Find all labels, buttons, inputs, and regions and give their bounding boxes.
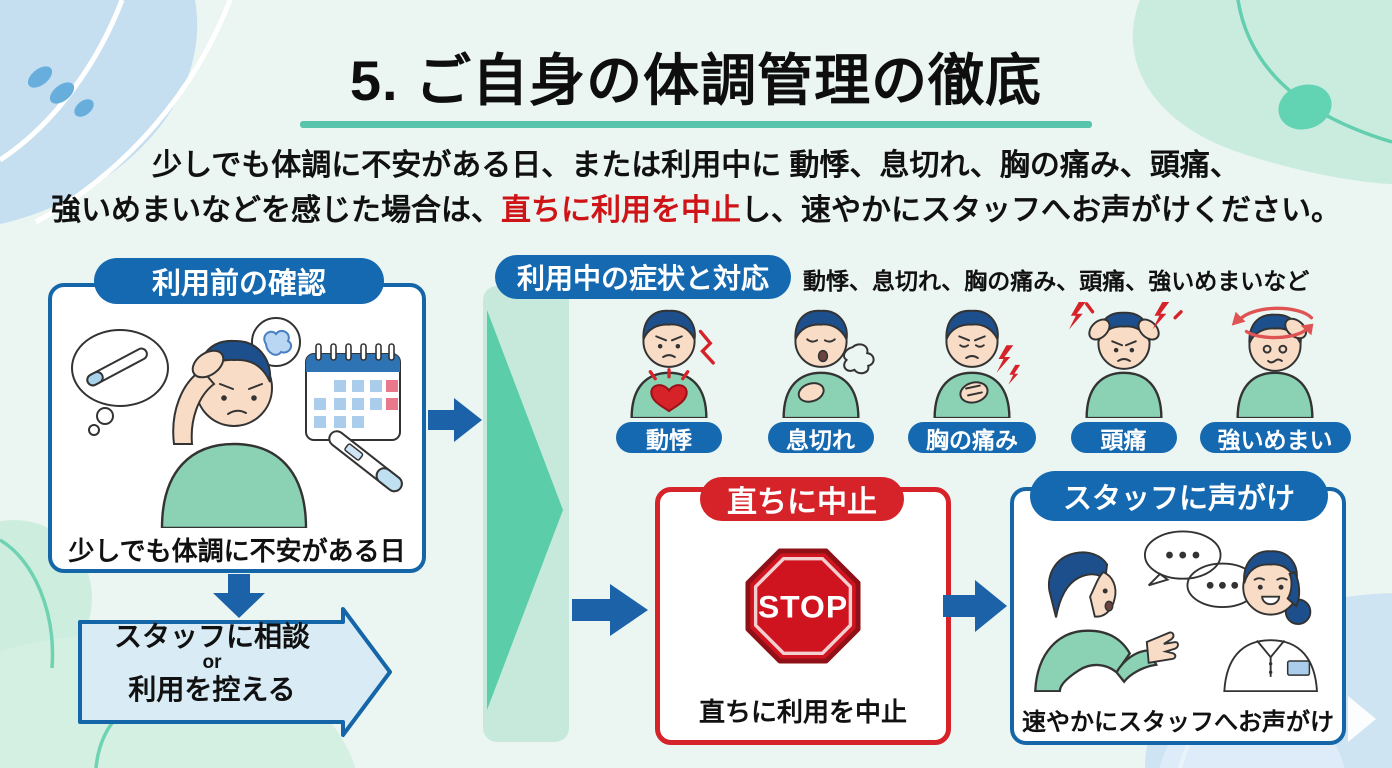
symptom-palpitations: 動悸 <box>598 300 740 453</box>
action-line-3: 利用を控える <box>128 673 296 705</box>
intro-text: 少しでも体調に不安がある日、または利用中に 動悸、息切れ、胸の痛み、頭痛、 強い… <box>0 143 1392 233</box>
symptom-chest-pain: 胸の痛み <box>901 300 1043 453</box>
stop-caption: 直ちに利用を中止 <box>698 697 907 727</box>
flow-band <box>483 286 569 742</box>
stop-sign-text: STOP <box>758 589 848 625</box>
notify-header: スタッフに声がけ <box>1030 471 1328 521</box>
title-underline <box>300 121 1092 128</box>
intro-line-1: 少しでも体調に不安がある日、または利用中に 動悸、息切れ、胸の痛み、頭痛、 <box>152 149 1240 182</box>
pulse-zigzag-icon <box>698 329 715 365</box>
stop-header: 直ちに中止 <box>700 477 904 521</box>
during-use-header: 利用中の症状と対応 <box>495 255 791 299</box>
chest-pain-illustration <box>933 309 1021 418</box>
pain-bolt-icon <box>1068 301 1086 330</box>
page-title: 5. ご自身の体調管理の徹底 <box>349 49 1043 112</box>
action-text: スタッフに相談 or 利用を控える <box>80 621 344 705</box>
pain-bolt-icon <box>996 345 1014 373</box>
intro-warning-red: 直ちに利用を中止 <box>501 194 741 227</box>
pain-bolt-icon <box>1008 364 1021 385</box>
decor-curve <box>0 0 125 163</box>
symptom-label: 動悸 <box>616 422 722 453</box>
decor-curve <box>34 0 233 225</box>
calendar-icon <box>305 343 401 441</box>
symptom-note: 動悸、息切れ、胸の痛み、頭痛、強いめまいなど <box>803 268 1310 294</box>
decor-drop <box>27 66 53 88</box>
decor-oval <box>1278 84 1332 130</box>
arrow-right-icon <box>572 584 648 636</box>
symptom-dizziness: 強いめまい <box>1199 300 1351 453</box>
hand <box>1145 631 1179 664</box>
dizzy-swirl-icon <box>1237 306 1314 322</box>
symptom-row: 動悸 息切れ <box>598 300 1351 453</box>
decor-drop <box>74 99 94 117</box>
notify-caption: 速やかにスタッフへお声がけ <box>1022 709 1334 736</box>
chevron-decor-icon <box>1348 696 1376 742</box>
action-arrow-shape <box>78 607 392 737</box>
pre-use-illustration <box>71 317 403 528</box>
decor-curve <box>1236 0 1392 144</box>
blob-top-right <box>1132 0 1392 184</box>
pain-bolt-icon <box>1152 301 1169 330</box>
symptom-label: 頭痛 <box>1070 422 1177 453</box>
decor-drop <box>49 82 75 104</box>
action-line-2: or <box>202 652 222 674</box>
symptom-label: 強いめまい <box>1199 422 1351 453</box>
brain-icon <box>263 330 292 356</box>
pre-use-header: 利用前の確認 <box>94 258 384 304</box>
staff-uniform <box>1223 639 1318 692</box>
speech-bubbles-icon <box>1143 530 1259 608</box>
name-badge-icon <box>1286 660 1311 676</box>
intro-line-2: 強いめまいなどを感じた場合は、直ちに利用を中止し、速やかにスタッフへお声がけくだ… <box>51 194 1341 227</box>
thermometer-icon <box>86 347 148 387</box>
symptom-label: 胸の痛み <box>908 422 1036 453</box>
palpitations-illustration <box>630 309 715 418</box>
shortness-of-breath-illustration <box>781 309 875 418</box>
breath-puff-icon <box>842 343 875 375</box>
dizziness-illustration <box>1231 306 1314 418</box>
digital-thermometer-icon <box>328 430 403 493</box>
symptom-label: 息切れ <box>767 422 874 453</box>
arrow-down-icon <box>213 574 265 618</box>
symptom-headache: 頭痛 <box>1053 300 1195 453</box>
decor-curve <box>0 538 55 669</box>
symptom-shortness-of-breath: 息切れ <box>750 300 892 453</box>
notify-illustration <box>1034 530 1318 692</box>
arrow-right-icon <box>943 580 1007 632</box>
headache-illustration <box>1068 301 1183 418</box>
stop-sign-icon: STOP <box>745 548 861 664</box>
heart-icon <box>650 384 688 413</box>
action-line-1: スタッフに相談 <box>113 621 310 652</box>
arrow-right-icon <box>428 398 482 442</box>
blob-top-left <box>0 0 198 224</box>
pre-use-caption: 少しでも体調に不安がある日 <box>68 536 406 566</box>
